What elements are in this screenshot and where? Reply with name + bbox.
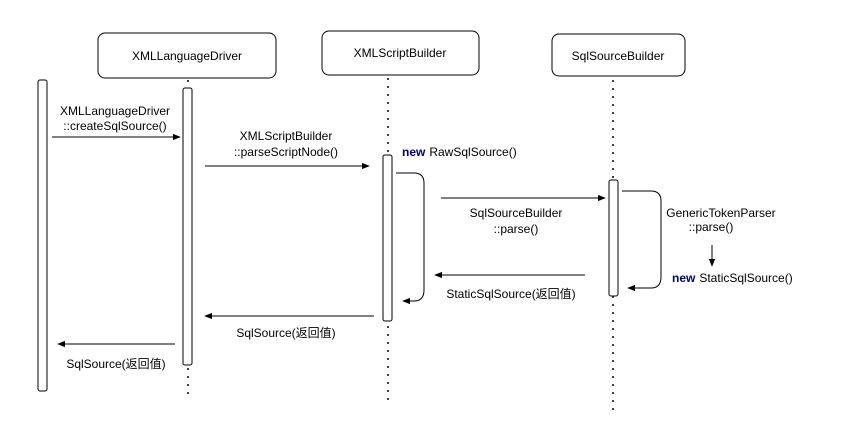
keyword-new: new [672, 271, 696, 285]
participant-label: XMLScriptBuilder [354, 46, 447, 60]
activation-xml-language-driver [182, 87, 193, 366]
return-label-static-sql-source: StaticSqlSource(返回值) [446, 286, 575, 301]
return-label-sql-source-1: SqlSource(返回值) [236, 325, 335, 340]
participant-xml-language-driver: XMLLanguageDriver [97, 32, 277, 79]
message-label-generic-token-parser-line1: GenericTokenParser [666, 206, 775, 220]
participant-label: SqlSourceBuilder [572, 49, 665, 63]
message-label-create-sql-source-line2: ::createSqlSource() [63, 119, 166, 133]
message-label-parse-script-node-line1: XMLScriptBuilder [240, 129, 333, 143]
self-call-loop-sql-source-builder [622, 190, 662, 292]
message-label-parse-script-node-line2: ::parseScriptNode() [234, 145, 338, 159]
activation-sql-source-builder [608, 179, 619, 297]
participant-label: XMLLanguageDriver [132, 49, 242, 63]
self-call-loop-xml-script-builder [396, 172, 425, 305]
keyword-new: new [402, 145, 426, 159]
message-label-generic-token-parser-line2: ::parse() [689, 220, 734, 234]
static-sql-source-text: StaticSqlSource() [699, 271, 792, 285]
message-label-sql-source-builder-parse-line1: SqlSourceBuilder [470, 206, 563, 220]
activation-caller [37, 79, 48, 392]
activation-xml-script-builder [382, 154, 393, 322]
message-label-sql-source-builder-parse-line2: ::parse() [494, 222, 539, 236]
participant-sql-source-builder: SqlSourceBuilder [551, 33, 686, 77]
raw-sql-source-text: RawSqlSource() [429, 145, 516, 159]
message-label-create-sql-source-line1: XMLLanguageDriver [60, 104, 170, 118]
return-label-sql-source-2: SqlSource(返回值) [66, 356, 165, 371]
participant-xml-script-builder: XMLScriptBuilder [321, 30, 480, 76]
